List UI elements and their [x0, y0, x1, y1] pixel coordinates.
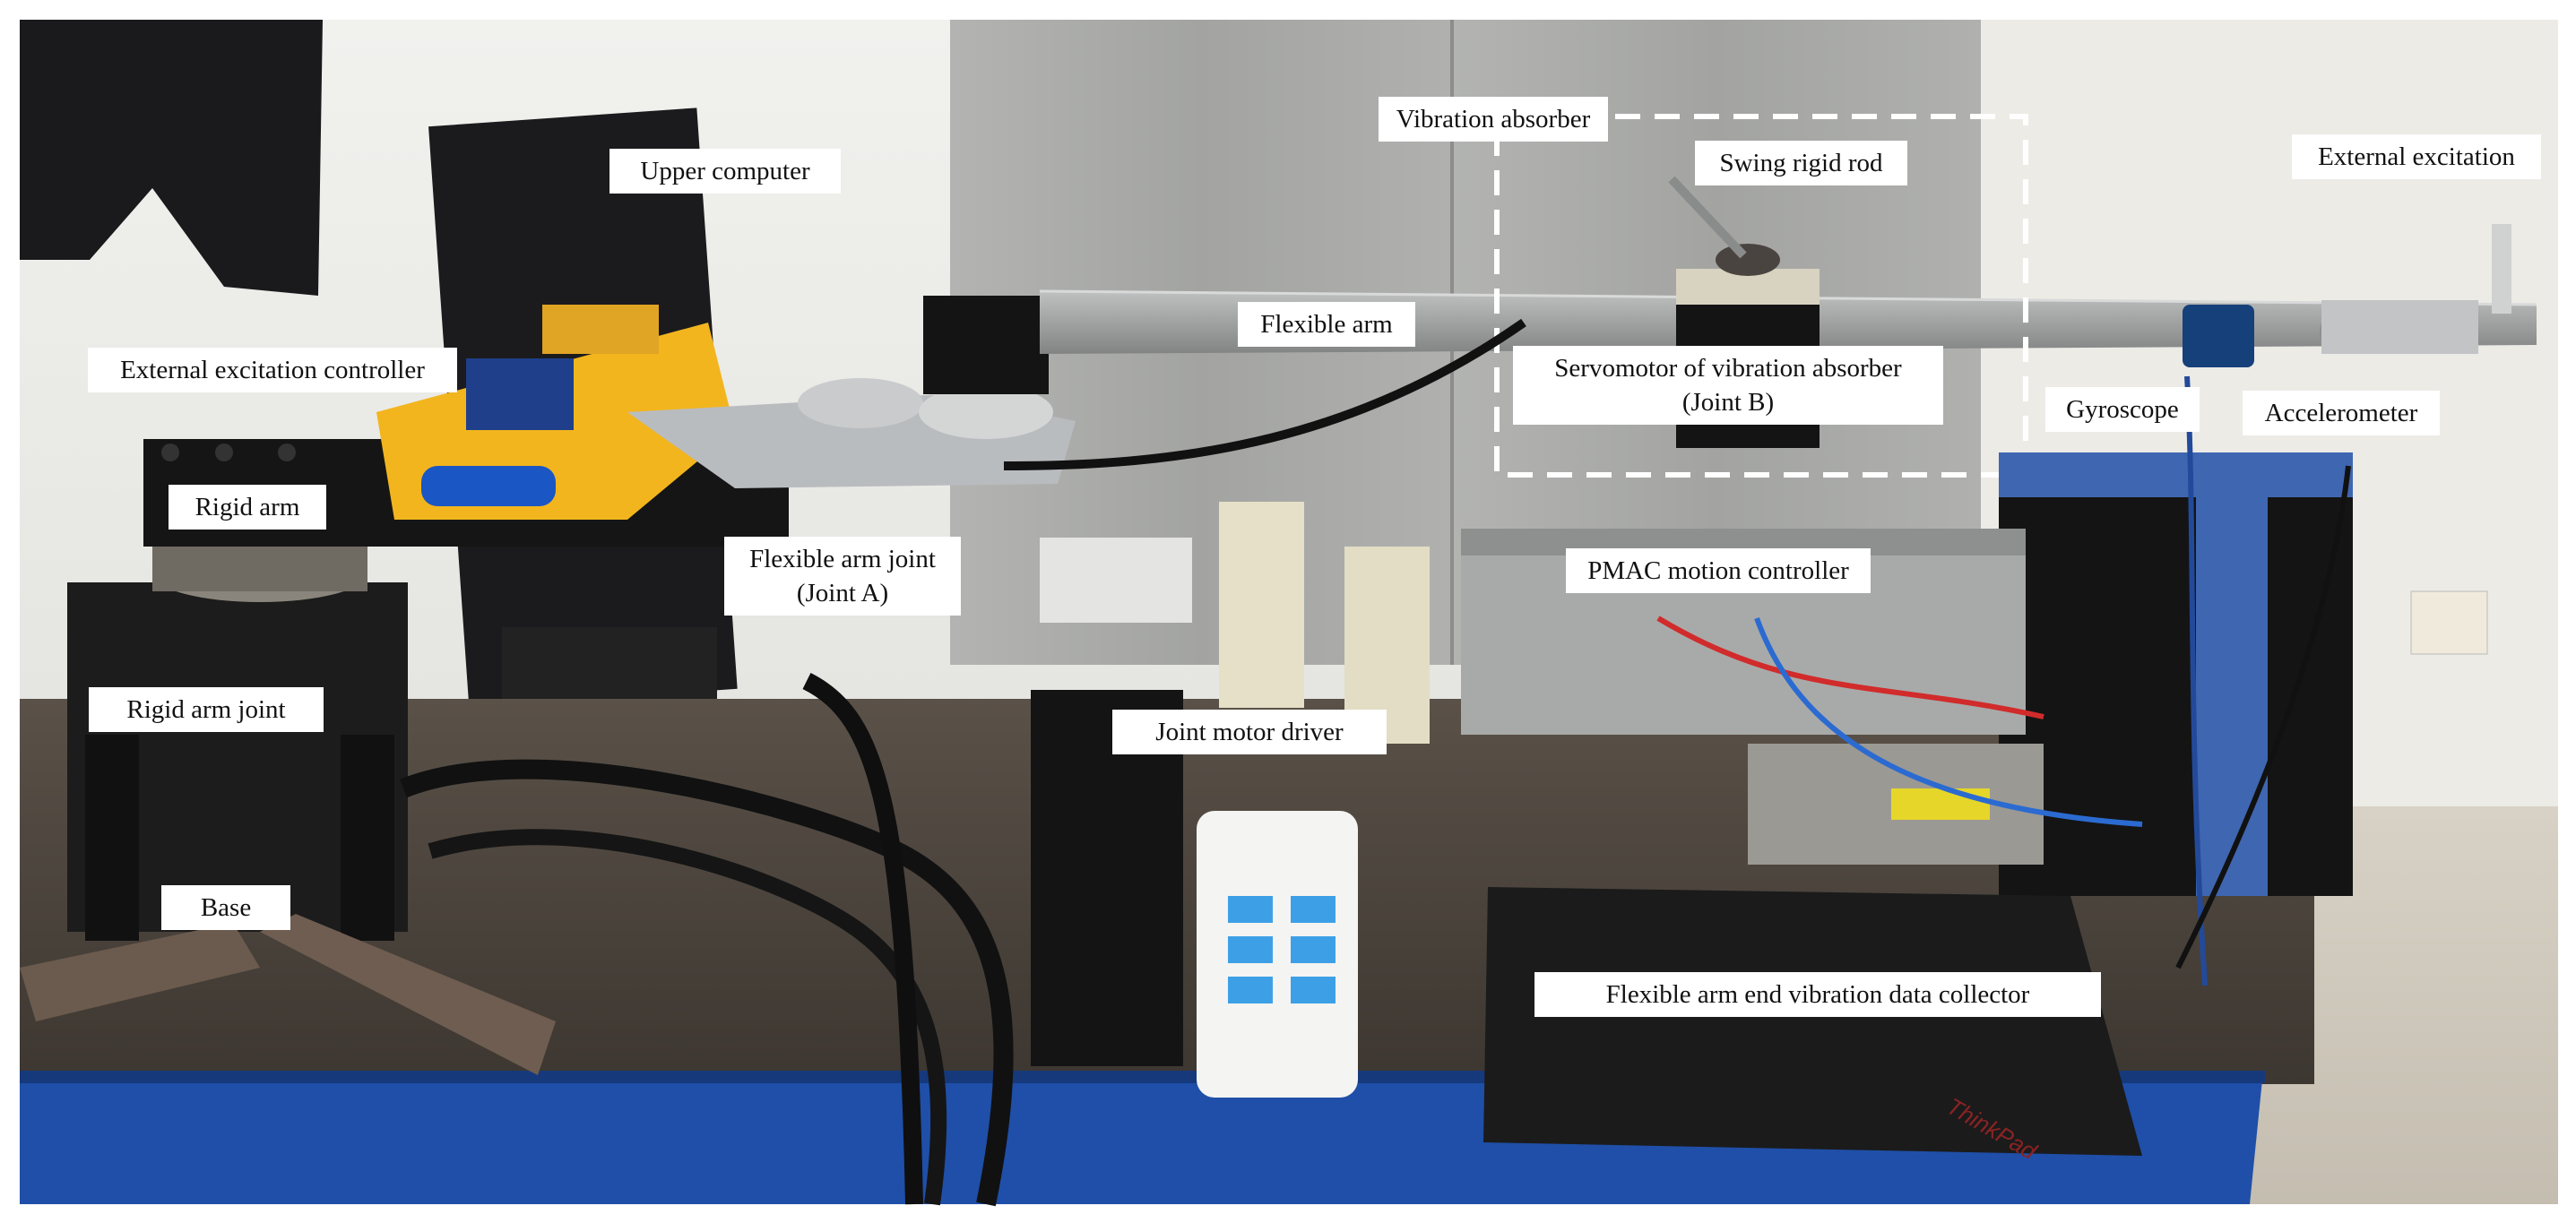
vibration-absorber-box	[1494, 114, 2028, 478]
battery	[421, 466, 556, 506]
base-foot-left	[20, 923, 260, 1021]
label-servomotor: Servomotor of vibration absorber(Joint B…	[1513, 346, 1943, 425]
coat	[20, 20, 323, 296]
label-swing-rigid-rod: Swing rigid rod	[1695, 141, 1907, 185]
label-pmac-motion-controller: PMAC motion controller	[1566, 548, 1871, 593]
monitor-stand	[502, 627, 717, 699]
label-external-excitation: External excitation	[2292, 134, 2541, 179]
end-tip	[2492, 224, 2511, 314]
label-accelerometer: Accelerometer	[2243, 391, 2440, 435]
label-flexible-arm-joint: Flexible arm joint(Joint A)	[724, 537, 961, 616]
grey-box	[1040, 538, 1192, 623]
label-joint-motor-driver: Joint motor driver	[1112, 710, 1387, 754]
joint-a-hub	[798, 378, 923, 428]
label-gyroscope: Gyroscope	[2045, 387, 2200, 432]
label-base: Base	[161, 885, 290, 930]
clamp-block	[923, 296, 1049, 394]
label-data-collector: Flexible arm end vibration data collecto…	[1534, 972, 2101, 1017]
label-flexible-arm: Flexible arm	[1238, 302, 1415, 347]
label-upper-computer: Upper computer	[609, 149, 841, 194]
excitation-controller-board	[466, 358, 574, 430]
label-external-excitation-controller: External excitation controller	[88, 348, 457, 392]
swing-rod	[1668, 176, 1747, 259]
power-strip	[1197, 811, 1358, 1098]
servo-driver-1	[1219, 502, 1304, 708]
panel-right	[1999, 452, 2353, 896]
gyroscope-device	[2183, 305, 2254, 367]
gold-module	[542, 305, 659, 354]
label-rigid-arm: Rigid arm	[169, 485, 326, 530]
label-vibration-absorber: Vibration absorber	[1379, 97, 1608, 142]
laptop	[1483, 887, 2142, 1156]
base-foot-right	[260, 914, 556, 1075]
wall-socket	[2410, 590, 2488, 655]
label-rigid-arm-joint: Rigid arm joint	[89, 687, 324, 732]
